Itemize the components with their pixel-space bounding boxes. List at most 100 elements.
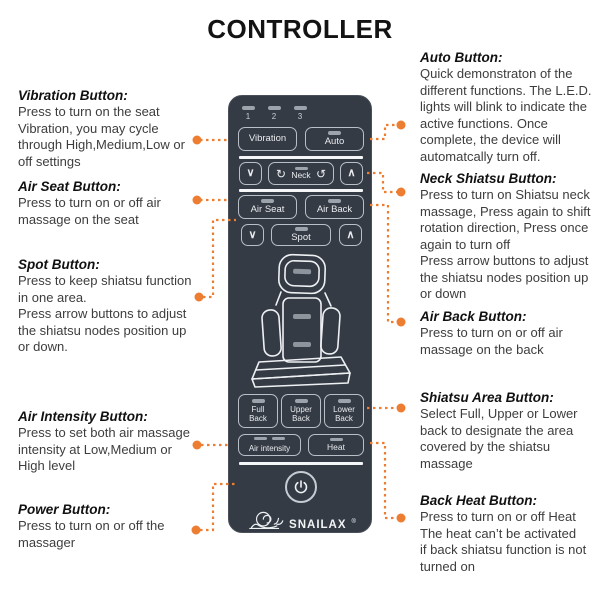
annotation-heading: Vibration Button: bbox=[18, 88, 128, 103]
led-label: 2 bbox=[271, 111, 277, 121]
massage-seat-illustration bbox=[251, 253, 351, 388]
led-indicator-3: 3 bbox=[291, 106, 309, 121]
annotation-body: Select Full, Upper or Lower back to desi… bbox=[420, 406, 578, 471]
chevron-down-icon: ∨ bbox=[248, 228, 257, 241]
led-bar-icon bbox=[272, 436, 285, 441]
air-seat-button-label: Air Seat bbox=[250, 203, 285, 215]
led-label: 1 bbox=[245, 111, 251, 121]
annotation-heading: Power Button: bbox=[18, 502, 111, 517]
chevron-up-icon: ∧ bbox=[347, 167, 356, 179]
neck-button-label: Neck bbox=[291, 170, 311, 181]
full-back-button[interactable]: Full Back bbox=[238, 394, 278, 428]
air-seat-button[interactable]: Air Seat bbox=[238, 195, 297, 219]
annotation-body: Quick demonstraton of the different func… bbox=[420, 66, 592, 164]
annotation-body: Press to turn on or off Heat The heat ca… bbox=[420, 509, 587, 574]
vibration-button[interactable]: Vibration bbox=[238, 127, 297, 151]
annotation-heading: Spot Button: bbox=[18, 257, 100, 272]
brand-name: SNAILAX bbox=[289, 519, 347, 531]
annotation-heading: Air Intensity Button: bbox=[18, 409, 148, 424]
separator-line bbox=[239, 462, 363, 465]
rotate-clockwise-icon: ↻ bbox=[276, 166, 287, 181]
led-bar-icon bbox=[293, 106, 307, 110]
annotation-spot-button: Spot Button: Press to keep shiatsu funct… bbox=[18, 257, 223, 356]
annotation-power-button: Power Button: Press to turn on or off th… bbox=[18, 502, 223, 551]
auto-button-label: Auto bbox=[324, 135, 345, 147]
led-bar-icon bbox=[329, 437, 343, 442]
separator-line bbox=[239, 156, 363, 159]
spot-down-button[interactable]: ∨ bbox=[241, 224, 264, 246]
annotation-back-heat-button: Back Heat Button: Press to turn on or of… bbox=[420, 493, 598, 575]
connector-back-heat bbox=[370, 441, 397, 520]
neck-button[interactable]: ↻ Neck ↺ bbox=[268, 162, 334, 185]
led-indicator-2: 2 bbox=[265, 106, 283, 121]
power-button[interactable] bbox=[285, 471, 317, 503]
annotation-body: Press to turn on or off the massager bbox=[18, 518, 165, 550]
spot-button[interactable]: Spot bbox=[271, 224, 331, 246]
air-back-button-label: Air Back bbox=[316, 203, 353, 215]
neck-down-button[interactable]: ∨ bbox=[239, 162, 262, 185]
annotation-heading: Auto Button: bbox=[420, 50, 503, 65]
connector-auto bbox=[370, 123, 397, 141]
connector-dot bbox=[396, 317, 406, 327]
annotation-vibration-button: Vibration Button: Press to turn on the s… bbox=[18, 88, 223, 170]
led-bar-icon bbox=[267, 106, 281, 110]
led-bar-icon bbox=[261, 199, 274, 203]
lower-back-button-label: Lower Back bbox=[333, 404, 355, 423]
led-bar-icon bbox=[337, 399, 351, 403]
spot-up-button[interactable]: ∧ bbox=[339, 224, 362, 246]
led-indicator-1: 1 bbox=[239, 106, 257, 121]
connector-dot bbox=[396, 403, 406, 413]
led-bar-icon bbox=[251, 399, 265, 403]
upper-back-button[interactable]: Upper Back bbox=[281, 394, 321, 428]
annotation-heading: Air Seat Button: bbox=[18, 179, 121, 194]
spot-button-label: Spot bbox=[291, 231, 311, 243]
neck-up-button[interactable]: ∧ bbox=[340, 162, 363, 185]
chevron-down-icon: ∨ bbox=[246, 167, 255, 179]
led-bar-icon bbox=[241, 106, 255, 110]
annotation-neck-shiatsu-button: Neck Shiatsu Button: Press to turn on Sh… bbox=[420, 171, 600, 303]
air-intensity-button-label: Air intensity bbox=[248, 444, 291, 454]
vibration-button-label: Vibration bbox=[248, 133, 287, 144]
led-bar-icon bbox=[294, 227, 308, 231]
led-indicator-row: 1 2 3 bbox=[239, 106, 309, 121]
connector-dot bbox=[396, 187, 406, 197]
air-intensity-button[interactable]: Air intensity bbox=[238, 434, 301, 456]
led-bar-icon bbox=[254, 436, 267, 441]
annotation-air-seat-button: Air Seat Button: Press to turn on or off… bbox=[18, 179, 223, 228]
annotation-body: Press to turn on the seat Vibration, you… bbox=[18, 104, 185, 169]
annotation-body: Press to turn on or off air massage on t… bbox=[18, 195, 161, 227]
annotation-auto-button: Auto Button: Quick demonstraton of the d… bbox=[420, 50, 598, 165]
annotation-body: Press to turn on or off air massage on t… bbox=[420, 325, 563, 357]
full-back-button-label: Full Back bbox=[249, 404, 267, 423]
annotation-heading: Air Back Button: bbox=[420, 309, 527, 324]
chevron-up-icon: ∧ bbox=[346, 228, 355, 241]
annotation-heading: Back Heat Button: bbox=[420, 493, 538, 508]
lower-back-button[interactable]: Lower Back bbox=[324, 394, 364, 428]
connector-dot bbox=[396, 513, 406, 523]
led-bar-pair-icon bbox=[254, 436, 285, 443]
led-bar-icon bbox=[328, 199, 341, 203]
neck-label-group: Neck bbox=[291, 166, 311, 181]
heat-button-label: Heat bbox=[327, 442, 345, 453]
heat-button[interactable]: Heat bbox=[308, 434, 364, 456]
annotation-air-back-button: Air Back Button: Press to turn on or off… bbox=[420, 309, 598, 358]
connector-dot bbox=[396, 120, 406, 130]
snailax-logo-icon bbox=[249, 511, 284, 530]
power-icon bbox=[294, 480, 308, 494]
annotation-body: Press to keep shiatsu function in one ar… bbox=[18, 273, 192, 354]
air-back-button[interactable]: Air Back bbox=[305, 195, 364, 219]
brand-row: SNAILAX ® bbox=[229, 509, 373, 531]
rotate-counterclockwise-icon: ↺ bbox=[315, 166, 326, 181]
controller-remote: 1 2 3 Vibration Auto ∨ ↻ Neck ↺ ∧ bbox=[228, 95, 372, 533]
led-label: 3 bbox=[297, 111, 303, 121]
annotation-heading: Shiatsu Area Button: bbox=[420, 390, 554, 405]
annotation-shiatsu-area-button: Shiatsu Area Button: Select Full, Upper … bbox=[420, 390, 598, 472]
registered-mark: ® bbox=[351, 519, 356, 525]
page-title: CONTROLLER bbox=[207, 14, 393, 44]
upper-back-button-label: Upper Back bbox=[290, 404, 312, 423]
led-bar-icon bbox=[294, 399, 308, 403]
annotation-body: Press to turn on Shiatsu neck massage, P… bbox=[420, 187, 591, 301]
led-bar-icon bbox=[328, 131, 341, 135]
auto-button[interactable]: Auto bbox=[305, 127, 364, 151]
annotation-heading: Neck Shiatsu Button: bbox=[420, 171, 557, 186]
